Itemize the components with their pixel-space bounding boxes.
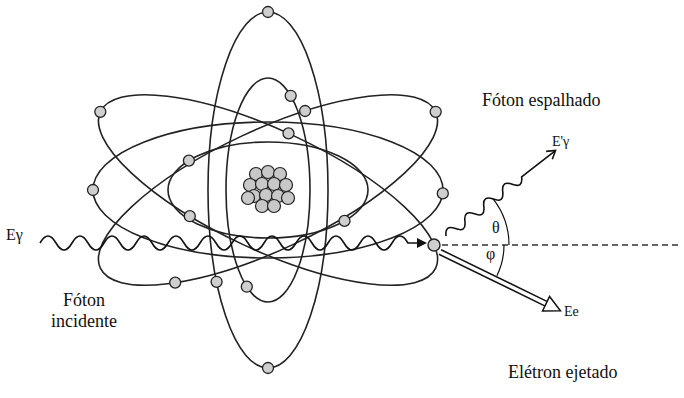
nucleon bbox=[268, 178, 281, 191]
angle-label: θ bbox=[492, 219, 500, 237]
arrowhead bbox=[543, 297, 564, 318]
electron bbox=[184, 211, 195, 222]
nucleus bbox=[242, 166, 295, 213]
electron bbox=[263, 7, 274, 18]
target-electron bbox=[428, 239, 440, 251]
angle-label: φ bbox=[486, 245, 495, 263]
electron bbox=[241, 281, 252, 292]
angle-arc bbox=[497, 245, 504, 276]
nucleon bbox=[282, 192, 295, 205]
reference-line bbox=[442, 244, 680, 245]
electron bbox=[339, 215, 350, 226]
electron bbox=[183, 155, 194, 166]
label-text: Fóton incidente bbox=[36, 290, 132, 331]
label-text: Elétron ejetado bbox=[508, 362, 617, 383]
electron bbox=[437, 188, 448, 199]
nucleon bbox=[242, 192, 255, 205]
electrons bbox=[88, 7, 449, 374]
orbits bbox=[75, 12, 461, 368]
nucleon bbox=[268, 200, 281, 213]
scattered-photon bbox=[443, 146, 559, 239]
orbit bbox=[168, 142, 368, 238]
nucleon bbox=[262, 166, 275, 179]
energy-label: E'γ bbox=[552, 134, 569, 150]
electron bbox=[88, 185, 99, 196]
arrow-line bbox=[439, 254, 547, 307]
electron bbox=[211, 276, 222, 287]
electron bbox=[283, 128, 294, 139]
scattered-wave bbox=[443, 147, 558, 240]
electron bbox=[263, 363, 274, 374]
orbit bbox=[75, 57, 461, 322]
electron bbox=[95, 106, 106, 117]
energy-label: Ee bbox=[564, 304, 579, 320]
incident-wave bbox=[40, 236, 418, 250]
energy-label: Eγ bbox=[6, 226, 23, 244]
orbit bbox=[226, 78, 310, 302]
ejected-electron-arrow bbox=[436, 245, 563, 318]
label-text: Fóton espalhado bbox=[482, 90, 601, 111]
nucleon bbox=[280, 179, 293, 192]
orbit bbox=[75, 57, 461, 322]
arrowhead bbox=[417, 238, 427, 248]
orbit bbox=[208, 12, 328, 368]
electron bbox=[285, 90, 296, 101]
electron bbox=[300, 106, 311, 117]
nucleon bbox=[256, 200, 269, 213]
electron bbox=[170, 277, 181, 288]
electron bbox=[430, 106, 441, 117]
